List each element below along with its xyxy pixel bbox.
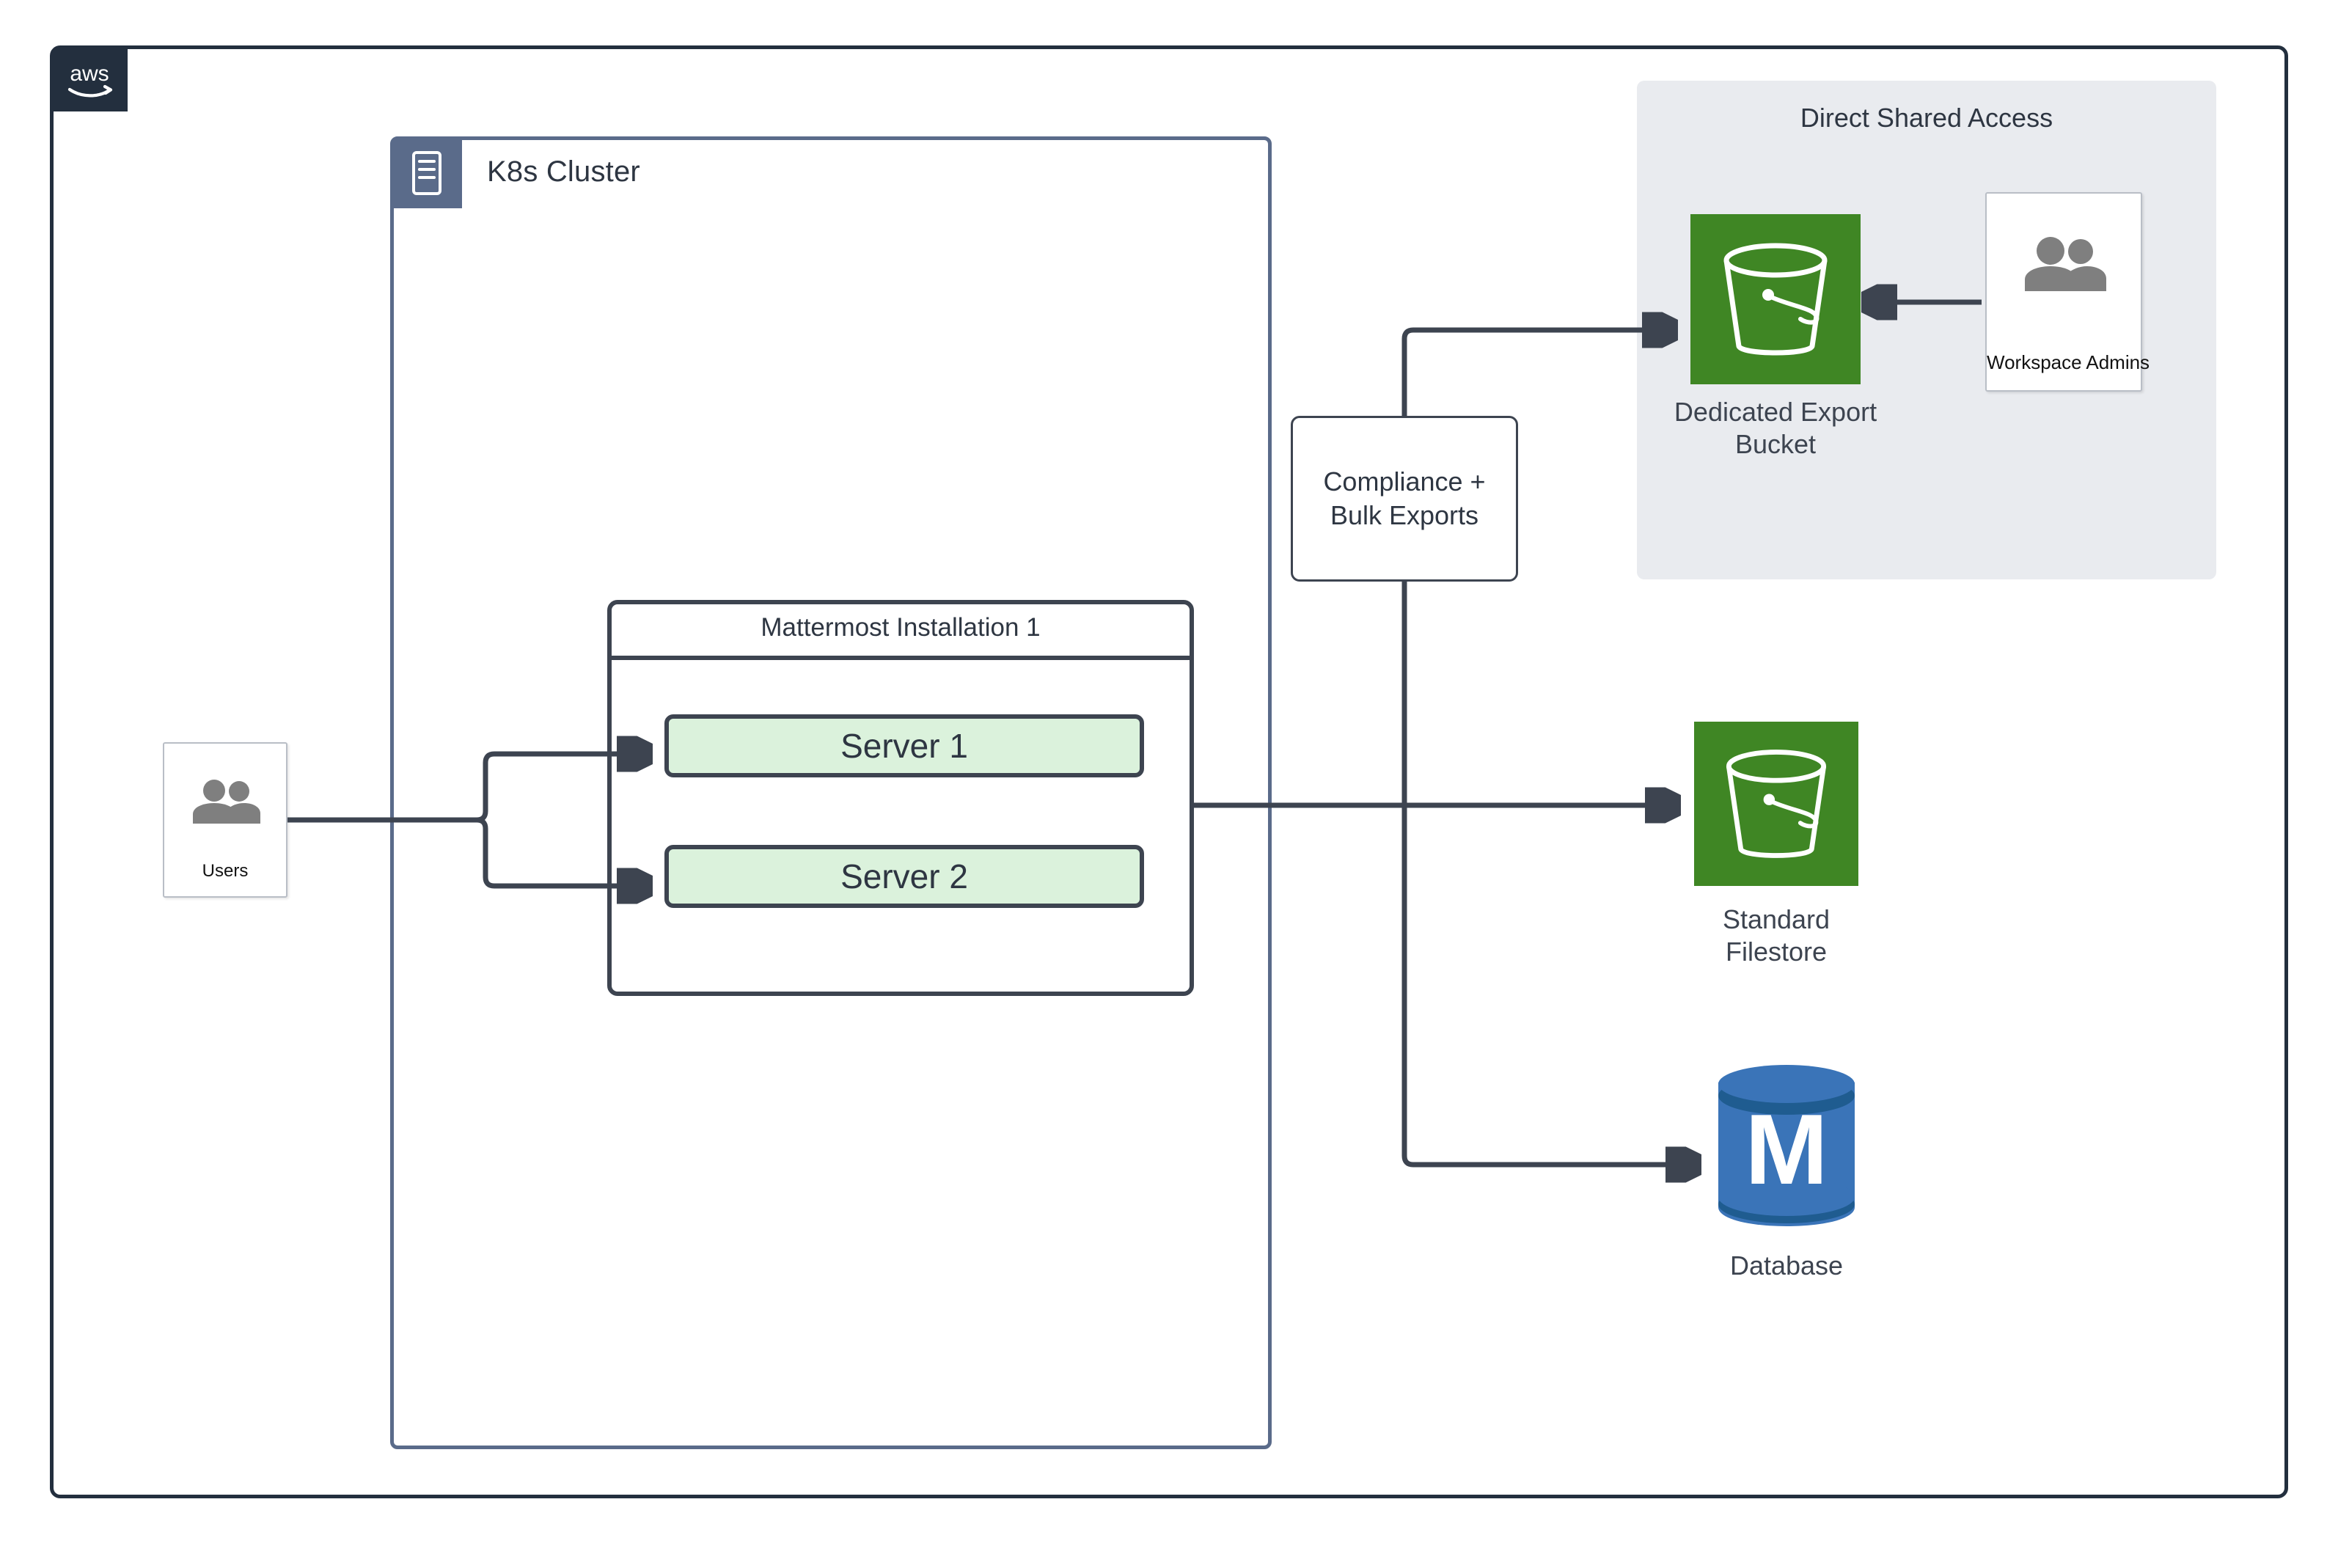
database-label: Database (1729, 1250, 1844, 1281)
server-node-2-label: Server 2 (840, 857, 968, 895)
database-cylinder-icon: M (1714, 1060, 1859, 1234)
users-actor-card[interactable]: Users (163, 742, 287, 898)
compliance-bulk-exports-node[interactable]: Compliance + Bulk Exports (1291, 416, 1518, 582)
server-rack-icon (392, 138, 462, 208)
aws-cloud-boundary (50, 45, 2288, 1498)
aws-logo-icon: aws (51, 47, 128, 111)
k8s-cluster-boundary (390, 136, 1272, 1449)
svg-text:M: M (1745, 1093, 1828, 1205)
k8s-cluster-title: K8s Cluster (487, 155, 640, 188)
server-node-1-label: Server 1 (840, 727, 968, 765)
svg-text:aws: aws (70, 62, 109, 86)
mattermost-installation-box (607, 600, 1194, 996)
workspace-admins-actor-label: Workspace Admins (1987, 351, 2150, 373)
server-node-1[interactable]: Server 1 (664, 714, 1144, 777)
workspace-admins-actor-card[interactable]: Workspace Admins (1985, 192, 2150, 392)
s3-bucket-icon (1694, 722, 1858, 890)
server-node-2[interactable]: Server 2 (664, 845, 1144, 908)
s3-bucket-icon (1690, 214, 1861, 388)
users-actor-label: Users (202, 861, 249, 881)
compliance-label-line1: Compliance + (1323, 466, 1486, 497)
direct-shared-access-title: Direct Shared Access (1800, 103, 2053, 133)
people-icon (190, 779, 260, 828)
people-icon (2021, 236, 2106, 296)
compliance-label-line2: Bulk Exports (1330, 500, 1479, 530)
database-node[interactable]: M Database (1714, 1060, 1859, 1281)
